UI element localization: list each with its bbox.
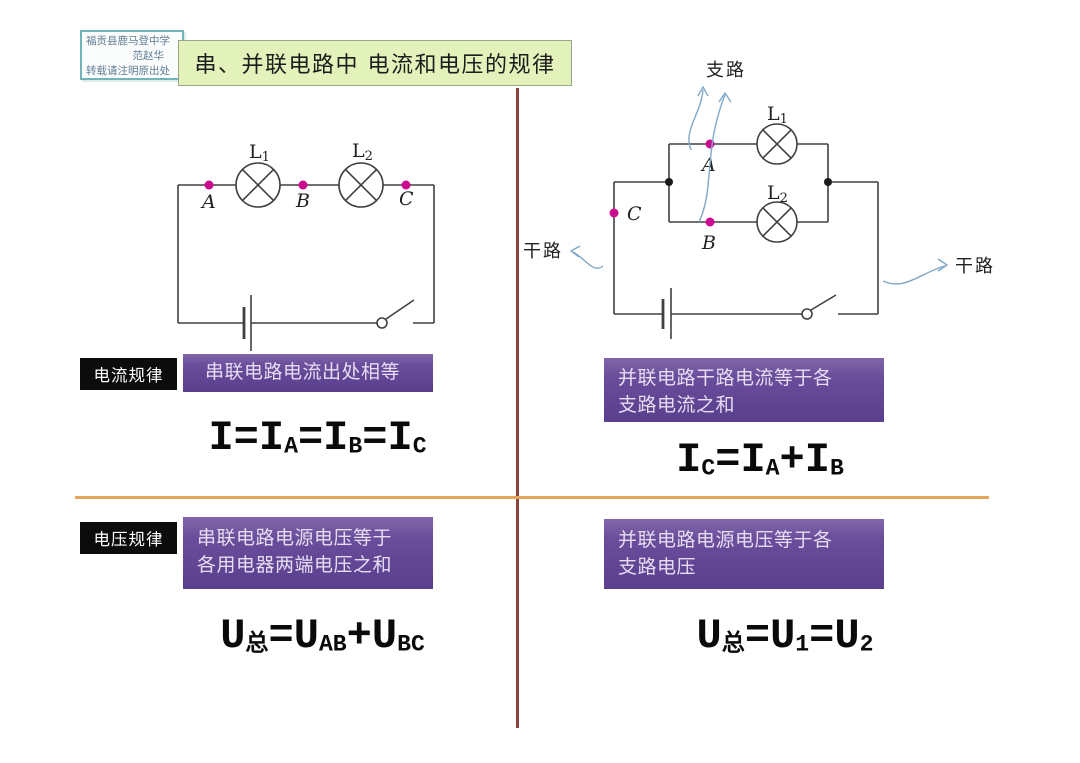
parallel-voltage-rule-line1: 并联电路电源电压等于各 bbox=[618, 529, 833, 551]
series-voltage-rule-line1: 串联电路电源电压等于 bbox=[197, 527, 393, 549]
junction-dot-left bbox=[665, 178, 673, 186]
series-circuit-diagram: A B C L1 L2 bbox=[177, 140, 435, 351]
lamp-L1-icon bbox=[235, 162, 281, 208]
parallel-circuit-diagram: A B C L1 L2 支路 干路 干路 bbox=[523, 60, 995, 339]
trunk-right-arrow-icon bbox=[882, 258, 949, 285]
battery-icon bbox=[661, 288, 672, 339]
lamp-L1-label: L1 bbox=[249, 141, 270, 165]
parallel-voltage-formula: U总=U1=U2 bbox=[696, 612, 874, 660]
branch-arrow-1-icon bbox=[688, 85, 709, 151]
series-current-rule-box: 串联电路电流出处相等 bbox=[183, 354, 433, 392]
node-dot-b bbox=[705, 217, 715, 227]
parallel-voltage-rule-line2: 支路电压 bbox=[618, 556, 697, 578]
lamp-L2-label: L2 bbox=[352, 140, 373, 164]
trunk-right-label: 干路 bbox=[955, 256, 995, 277]
watermark-line-1: 福贡县鹿马登中学 bbox=[86, 35, 170, 47]
parallel-current-rule-line2: 支路电流之和 bbox=[618, 394, 736, 416]
horizontal-divider bbox=[75, 496, 989, 499]
voltage-rule-tag: 电压规律 bbox=[80, 522, 177, 554]
junction-dot-right bbox=[824, 178, 832, 186]
trunk-left-label: 干路 bbox=[523, 241, 563, 262]
switch-icon bbox=[376, 299, 415, 329]
node-dot-c bbox=[401, 180, 411, 190]
watermark-box: 福贡县鹿马登中学 范赵华 转载请注明原出处 bbox=[80, 30, 184, 80]
point-label-b: B bbox=[295, 190, 310, 212]
parallel-voltage-rule-box: 并联电路电源电压等于各 支路电压 bbox=[604, 519, 884, 589]
watermark-line-2: 范赵华 bbox=[132, 50, 165, 63]
node-dot-c bbox=[609, 208, 619, 218]
branch-label: 支路 bbox=[706, 60, 746, 81]
lamp-L1-label: L1 bbox=[767, 103, 788, 127]
series-current-formula: I=IA=IB=IC bbox=[208, 414, 427, 462]
node-dot-b bbox=[298, 180, 308, 190]
series-voltage-rule-box: 串联电路电源电压等于 各用电器两端电压之和 bbox=[183, 517, 433, 589]
series-voltage-formula: U总=UAB+UBC bbox=[220, 612, 425, 660]
page-title: 串、并联电路中 电流和电压的规律 bbox=[178, 40, 572, 86]
parallel-current-rule-line1: 并联电路干路电流等于各 bbox=[618, 367, 833, 389]
vertical-divider bbox=[516, 88, 519, 728]
branch-arrow-2-icon bbox=[698, 91, 732, 223]
node-dot-a bbox=[204, 180, 214, 190]
point-label-a: A bbox=[700, 154, 716, 176]
point-label-a: A bbox=[200, 191, 216, 213]
lamp-L2-label: L2 bbox=[767, 182, 788, 206]
current-rule-tag: 电流规律 bbox=[80, 358, 177, 390]
parallel-current-formula: IC=IA+IB bbox=[676, 436, 844, 484]
switch-icon bbox=[801, 294, 837, 320]
series-voltage-rule-line2: 各用电器两端电压之和 bbox=[197, 554, 393, 576]
watermark-line-3: 转载请注明原出处 bbox=[86, 65, 170, 78]
lamp-L2-icon bbox=[756, 201, 798, 243]
parallel-current-rule-box: 并联电路干路电流等于各 支路电流之和 bbox=[604, 358, 884, 422]
parallel-wires bbox=[613, 143, 879, 315]
series-wires bbox=[177, 184, 435, 324]
battery-icon bbox=[242, 295, 252, 351]
point-label-c: C bbox=[627, 203, 642, 225]
trunk-left-arrow-icon bbox=[569, 245, 604, 269]
point-label-b: B bbox=[701, 232, 716, 254]
lamp-L2-icon bbox=[338, 162, 384, 208]
point-label-c: C bbox=[399, 188, 414, 210]
series-current-rule-text: 串联电路电流出处相等 bbox=[205, 361, 401, 383]
lamp-L1-icon bbox=[756, 123, 798, 165]
